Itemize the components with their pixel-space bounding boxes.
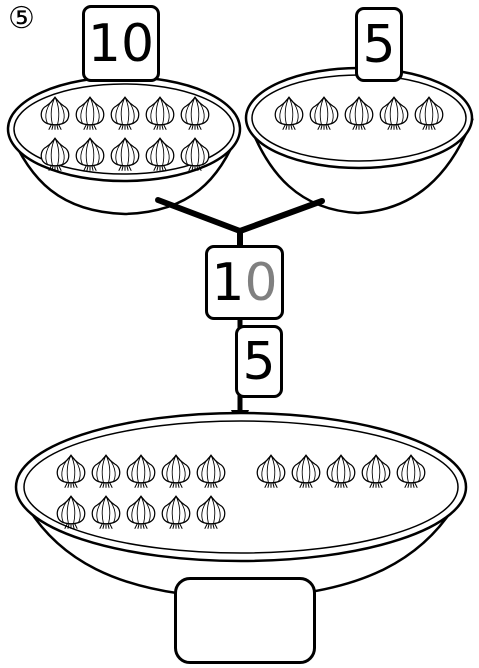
bottom-bowl — [16, 413, 466, 598]
add-count: 5 — [242, 336, 275, 388]
problem-number: ⑤ — [8, 4, 35, 34]
top-right-bowl — [246, 68, 472, 213]
top-right-count: 5 — [362, 19, 395, 71]
answer-box[interactable] — [174, 577, 316, 664]
top-left-count-box: 10 — [82, 5, 160, 82]
combined-tens-digit: 1 — [211, 257, 244, 309]
top-left-count: 10 — [88, 18, 154, 70]
top-right-count-box: 5 — [355, 7, 403, 82]
add-count-box: 5 — [235, 325, 283, 398]
top-left-bowl — [8, 77, 240, 214]
combined-ones-digit: 0 — [245, 257, 278, 309]
